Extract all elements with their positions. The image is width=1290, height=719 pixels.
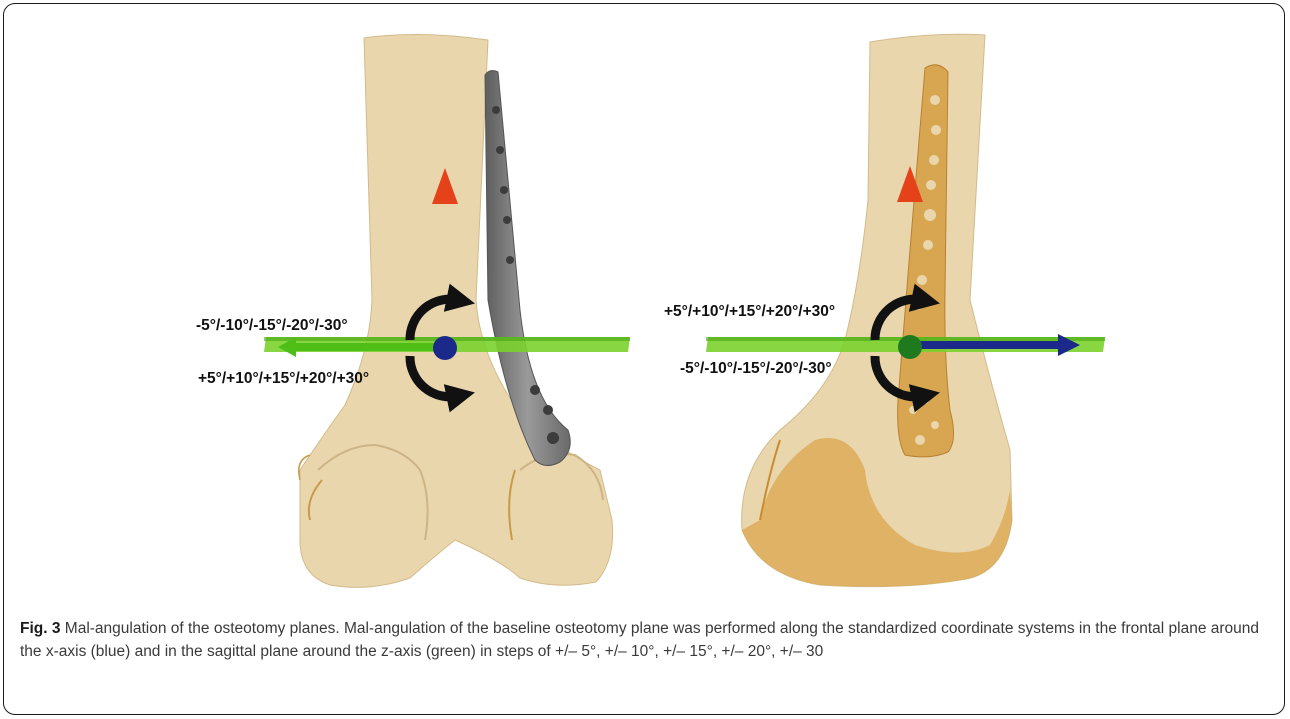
right-label-top: +5°/+10°/+15°/+20°/+30° bbox=[664, 303, 835, 320]
right-green-axis-dot bbox=[898, 335, 922, 359]
left-blue-axis-dot bbox=[433, 336, 457, 360]
left-label-bottom: +5°/+10°/+15°/+20°/+30° bbox=[198, 370, 369, 387]
caption-text: Mal-angulation of the osteotomy planes. … bbox=[20, 620, 1259, 660]
figure-number: Fig. 3 bbox=[20, 620, 60, 637]
left-label-top: -5°/-10°/-15°/-20°/-30° bbox=[196, 317, 348, 334]
left-bone-model bbox=[299, 34, 613, 587]
right-label-bottom: -5°/-10°/-15°/-20°/-30° bbox=[680, 360, 832, 377]
figure-caption: Fig. 3 Mal-angulation of the osteotomy p… bbox=[20, 617, 1265, 663]
figure-illustration: -5°/-10°/-15°/-20°/-30° +5°/+10°/+15°/+2… bbox=[0, 0, 1290, 610]
